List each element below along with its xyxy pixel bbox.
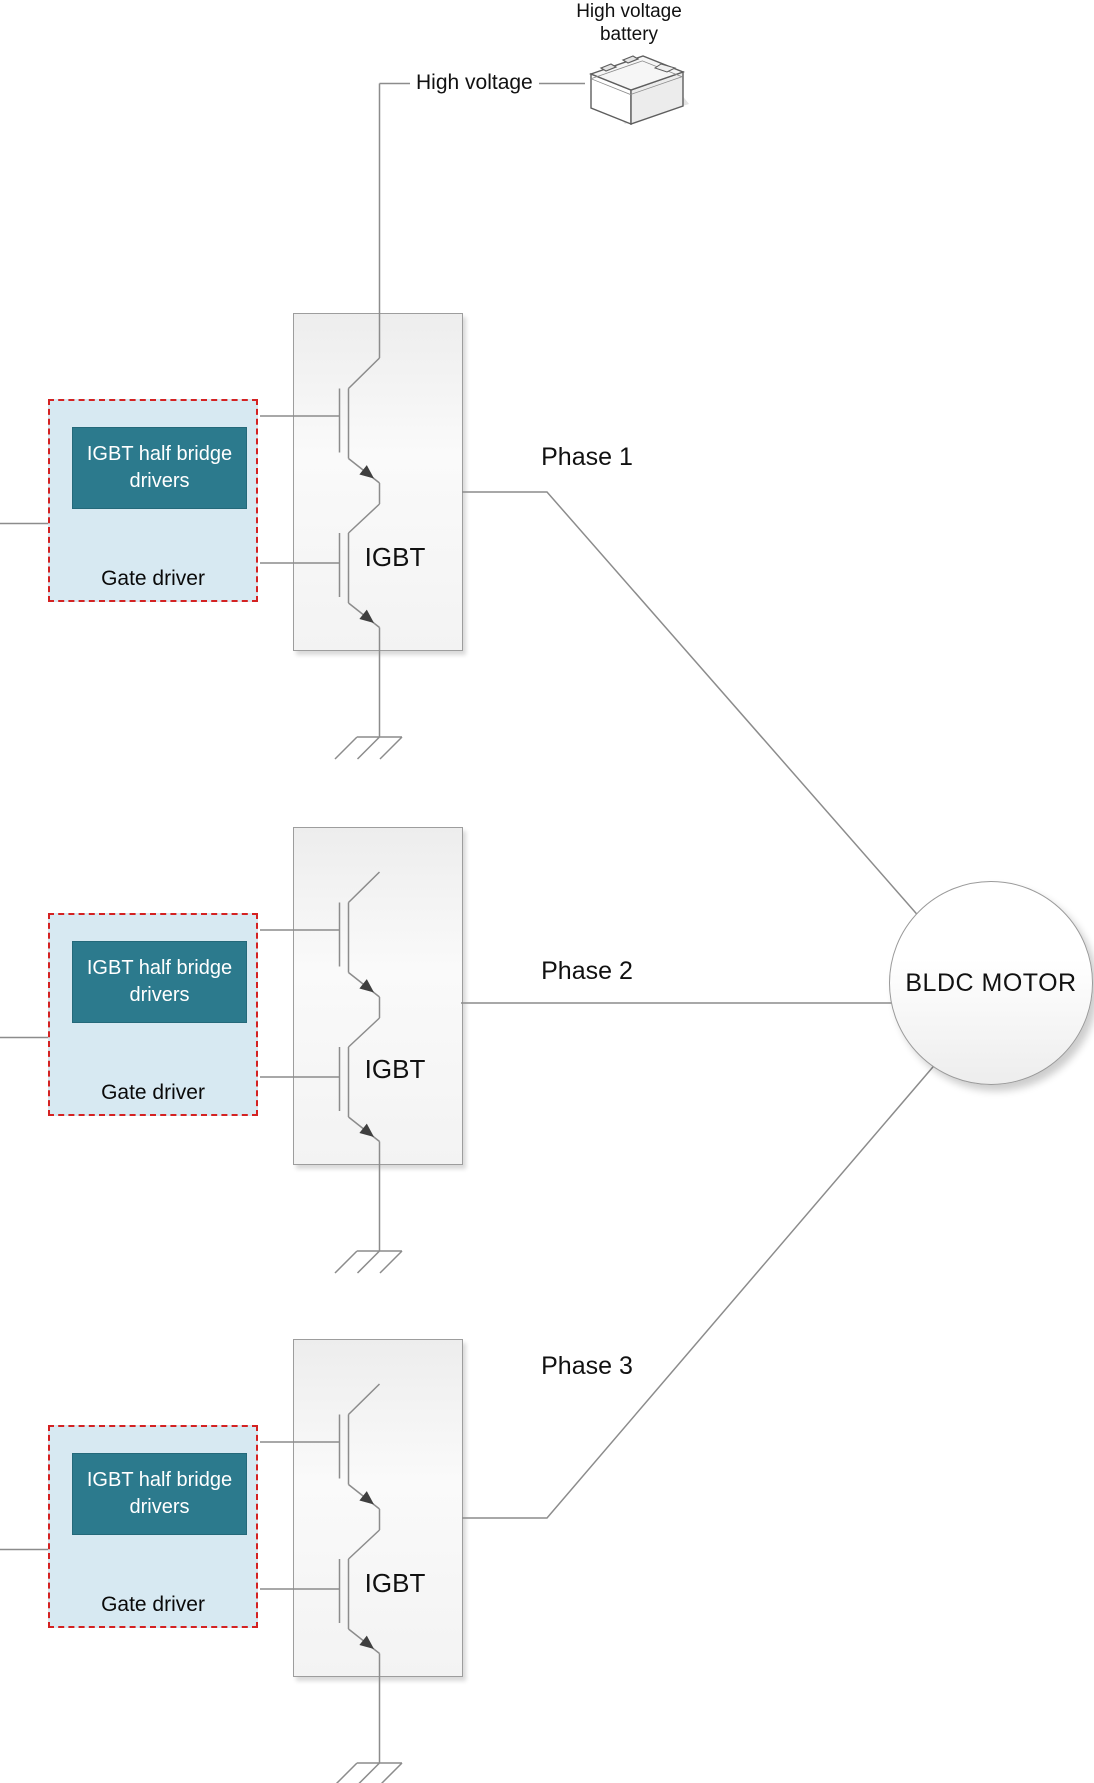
emitter-arrow-icon (359, 609, 374, 623)
gate-driver-label: Gate driver (101, 567, 205, 590)
ground-icon (334, 736, 403, 760)
ground-icon (334, 1250, 403, 1274)
igbt-label: IGBT (364, 1568, 426, 1598)
ground-icon (335, 1762, 403, 1783)
high-voltage-battery-icon (588, 55, 689, 126)
phase1-label: Phase 1 (541, 443, 633, 471)
igbt-label: IGBT (364, 542, 426, 572)
igbt-half-bridge-drivers-chip: IGBT half bridge drivers (72, 941, 247, 1023)
igbt-symbol (0, 357, 403, 760)
bldc-motor: BLDC MOTOR (889, 881, 1093, 1085)
igbt-half-bridge-drivers-chip: IGBT half bridge drivers (72, 1453, 247, 1535)
emitter-arrow-icon (359, 465, 374, 479)
chip-label: IGBT half bridge drivers (86, 957, 233, 1006)
hv-bus-line (378, 82, 585, 358)
igbt-symbol (0, 871, 403, 1274)
gate-driver-label: Gate driver (101, 1081, 205, 1104)
gate-driver-label: Gate driver (101, 1593, 205, 1616)
igbt-half-bridge-drivers-chip: IGBT half bridge drivers (72, 427, 247, 509)
phase3-line (462, 1046, 951, 1519)
battery-title: High voltage battery (576, 1, 682, 45)
emitter-arrow-icon (359, 1491, 374, 1505)
gate-driver-box-phase3: IGBT half bridge drivers Gate driver (48, 1425, 258, 1628)
igbt-label: IGBT (364, 1054, 426, 1084)
phase2-label: Phase 2 (541, 957, 633, 985)
emitter-arrow-icon (359, 979, 374, 993)
phase1-line (462, 491, 951, 953)
gate-driver-box-phase1: IGBT half bridge drivers Gate driver (48, 399, 258, 602)
phase3-label: Phase 3 (541, 1352, 633, 1380)
emitter-arrow-icon (359, 1123, 374, 1137)
emitter-arrow-icon (359, 1635, 374, 1649)
igbt-symbol (0, 1383, 403, 1783)
high-voltage-bus-label: High voltage (410, 70, 539, 96)
chip-label: IGBT half bridge drivers (86, 443, 233, 492)
bldc-motor-label: BLDC MOTOR (905, 968, 1077, 997)
gate-driver-box-phase2: IGBT half bridge drivers Gate driver (48, 913, 258, 1116)
chip-label: IGBT half bridge drivers (86, 1469, 233, 1518)
